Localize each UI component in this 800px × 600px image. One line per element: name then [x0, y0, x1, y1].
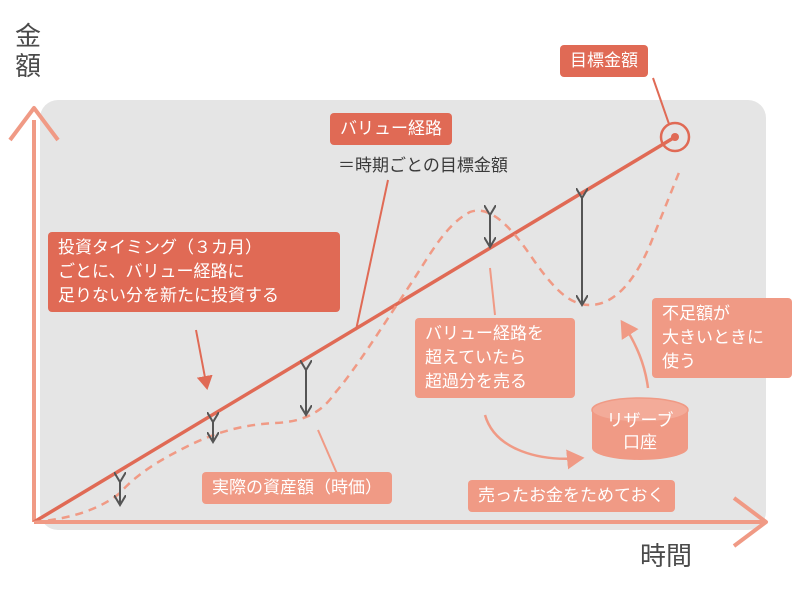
y-axis-arrowhead [8, 106, 60, 142]
invest-timing-note: 投資タイミング（３カ月） ごとに、バリュー経路に 足りない分を新たに投資する [48, 232, 340, 312]
goal-marker [659, 121, 691, 153]
reserve-account-cylinder [591, 397, 689, 460]
value-path-definition: ＝時期ごとの目標金額 [338, 156, 508, 176]
goal-marker-dot [671, 133, 679, 141]
reserve-to-path-arrow [620, 319, 650, 389]
value-path-title-label: バリュー経路 [330, 113, 452, 145]
goal-amount-label: 目標金額 [560, 45, 648, 77]
shortfall-use-note: 不足額が 大きいときに 使う [652, 298, 792, 378]
goal-leader-line [652, 77, 670, 125]
sell-to-reserve-arrow [483, 414, 585, 470]
y-axis-label: 金額 [14, 22, 41, 82]
invest-leader-arrow [195, 329, 213, 390]
sell-leader-line [489, 267, 496, 316]
reserve-account-label: リザーブ 口座 [606, 411, 674, 453]
actual-assets-leader-line [317, 429, 339, 477]
value-path-line [33, 135, 676, 524]
x-axis-label: 時間 [640, 542, 693, 572]
sell-excess-note: バリュー経路を 超えていたら 超過分を売る [415, 318, 575, 398]
x-axis-arrowhead [732, 496, 768, 548]
value-path-leader-line [355, 179, 389, 331]
save-proceeds-label: 売ったお金をためておく [468, 480, 675, 512]
actual-assets-label: 実際の資産額（時価） [202, 472, 392, 504]
